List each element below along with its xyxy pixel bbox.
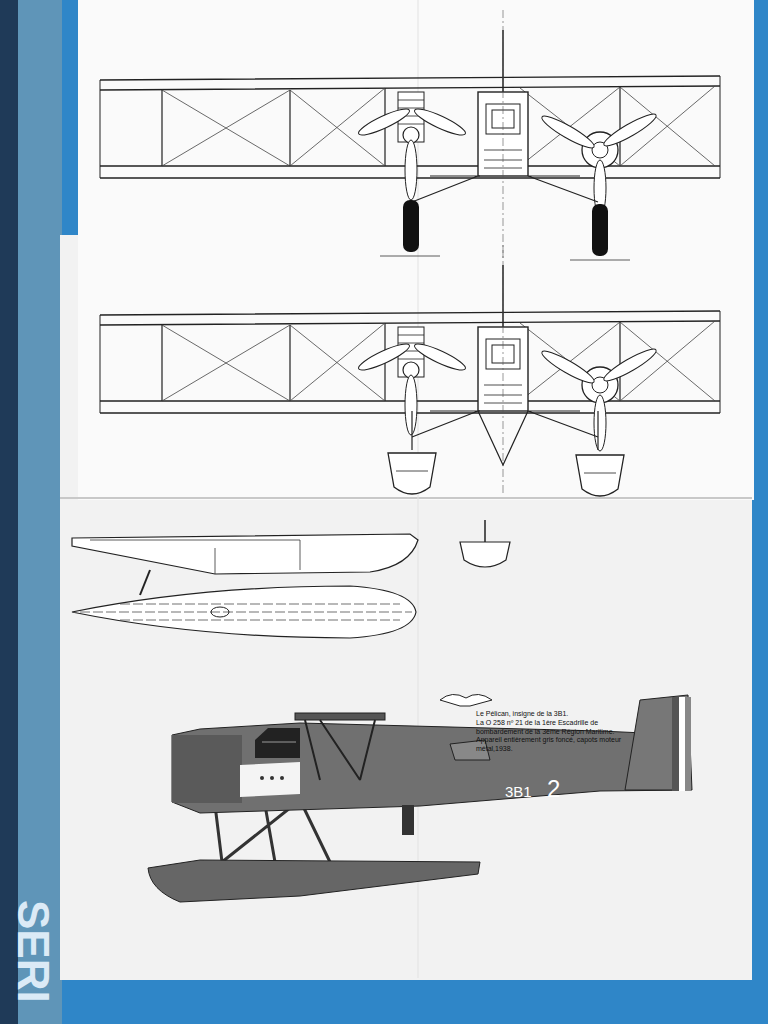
side-view — [148, 694, 692, 902]
drawing-part — [72, 586, 416, 638]
drawing-part — [262, 742, 296, 743]
unit-code: 3B1 — [505, 784, 545, 800]
drawing-part — [484, 520, 486, 542]
aircraft-number: 2 — [547, 776, 571, 802]
drawing-part — [0, 0, 62, 1024]
float-views — [72, 520, 510, 638]
drawing-part — [295, 713, 385, 720]
drawing-part — [403, 200, 419, 252]
drawing-part — [80, 604, 412, 620]
drawing-part — [140, 570, 150, 595]
drawing-part — [412, 411, 598, 465]
drawing-part — [672, 697, 679, 791]
front-view-landplane — [100, 10, 720, 260]
drawing-part — [440, 694, 492, 706]
drawing-part — [388, 453, 436, 494]
drawing-part — [380, 256, 630, 260]
paper-sheets — [60, 0, 754, 980]
drawing-part — [148, 860, 480, 902]
aircraft-note: La O 258 nº 21 de la 1ère Escadrille de … — [476, 719, 626, 753]
drawing-part — [260, 776, 264, 780]
drawing-part — [685, 697, 691, 791]
drawing-part — [211, 607, 229, 617]
drawing-part — [90, 540, 300, 574]
drawing-part — [576, 455, 624, 496]
drawing-part — [270, 776, 274, 780]
drawing-part — [679, 697, 685, 791]
drawing-part — [72, 534, 418, 574]
drawing-part — [240, 762, 300, 797]
mat-print: SERI — [10, 900, 56, 1020]
drawing-part — [0, 0, 18, 1024]
drawing-part — [280, 776, 284, 780]
front-view-seaplane — [100, 245, 720, 496]
drawing-part — [402, 805, 414, 835]
drawing-part — [396, 471, 616, 473]
drawing-part — [60, 497, 752, 499]
drawing-part — [100, 245, 720, 495]
drawing-part — [460, 542, 510, 567]
insignia-note: Le Pélican, insigne de la 3B1. — [476, 710, 626, 719]
drawing-part — [100, 10, 720, 260]
drawing-part — [592, 204, 608, 256]
drawing-part — [305, 720, 375, 780]
drawing-part — [625, 695, 692, 790]
drawing-part — [255, 728, 300, 758]
drawing-part — [78, 0, 754, 500]
drawing-part — [172, 735, 242, 803]
